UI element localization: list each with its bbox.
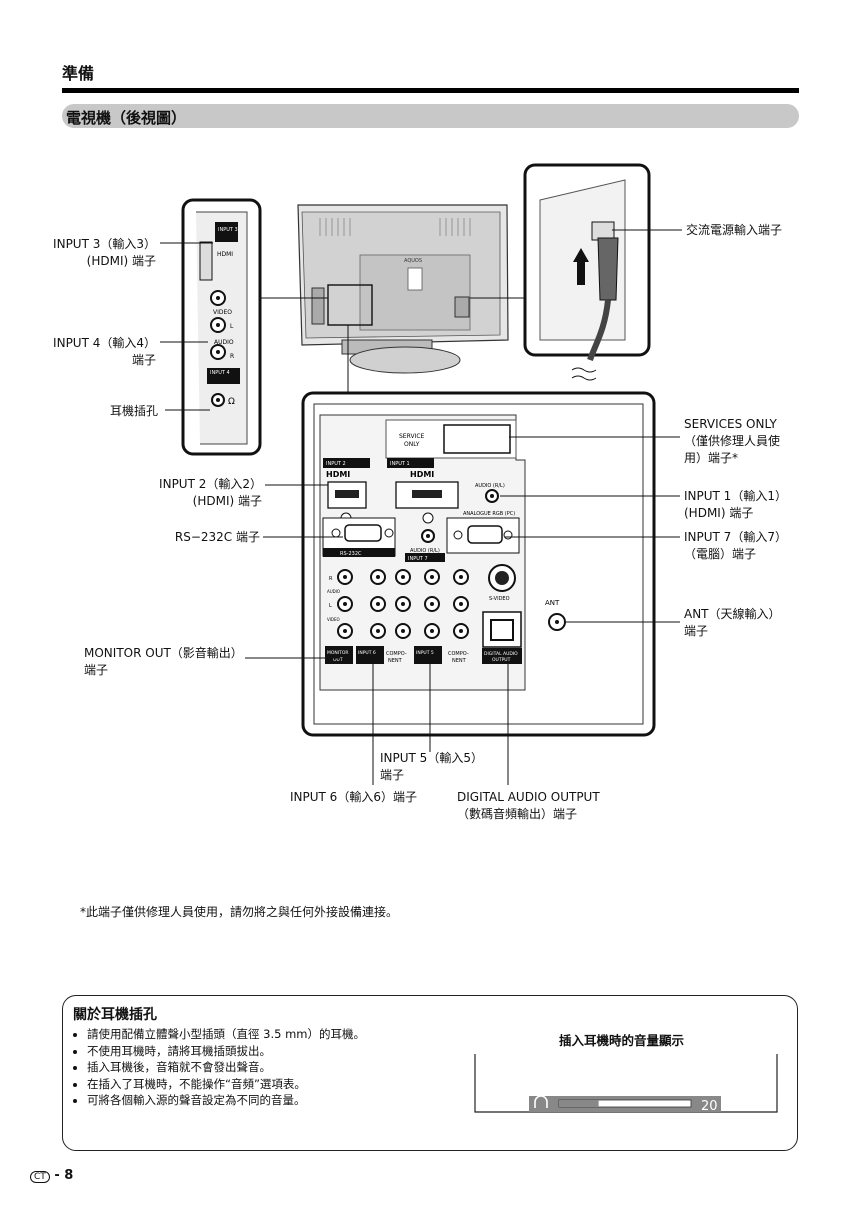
label-input6: INPUT 6（輸入6）端子 bbox=[290, 790, 417, 804]
leader-lines bbox=[160, 229, 682, 785]
svg-text:L: L bbox=[230, 323, 234, 330]
list-item: 在插入了耳機時，不能操作“音頻”選項表。 bbox=[87, 1076, 365, 1093]
svg-text:VIDEO: VIDEO bbox=[327, 617, 340, 622]
volume-bar-fill bbox=[559, 1100, 599, 1107]
volume-display: 20 bbox=[474, 1054, 778, 1114]
rear-view-diagram: AQUOS INPUT 3 HDMI VIDEO L AUDIO R INPUT… bbox=[160, 163, 682, 785]
list-item: 請使用配備立體聲小型插頭（直徑 3.5 mm）的耳機。 bbox=[87, 1026, 365, 1043]
label-ant: ANT（天線輸入）端子 bbox=[684, 607, 781, 638]
label-digital-audio: DIGITAL AUDIO OUTPUT（數碼音頻輸出）端子 bbox=[457, 790, 600, 821]
svg-text:SERVICE: SERVICE bbox=[399, 433, 425, 440]
label-input3: INPUT 3（輸入3）(HDMI) 端子 bbox=[53, 237, 156, 268]
svg-text:L: L bbox=[329, 603, 332, 609]
svg-text:HDMI: HDMI bbox=[326, 470, 350, 479]
svg-text:S-VIDEO: S-VIDEO bbox=[489, 596, 510, 602]
svg-text:AUDIO: AUDIO bbox=[327, 589, 340, 594]
svg-text:INPUT 5: INPUT 5 bbox=[416, 650, 434, 656]
svg-text:HDMI: HDMI bbox=[217, 251, 233, 258]
label-rs232c: RS−232C 端子 bbox=[174, 530, 260, 544]
svg-text:COMPO-: COMPO- bbox=[386, 651, 407, 657]
label-headphone: 耳機插孔 bbox=[109, 404, 158, 418]
svg-text:MONITOR: MONITOR bbox=[327, 650, 349, 656]
volume-display-title: 插入耳機時的音量顯示 bbox=[559, 1033, 685, 1048]
header-rule bbox=[62, 88, 799, 93]
headphone-icon bbox=[534, 1095, 548, 1108]
svg-text:VIDEO: VIDEO bbox=[213, 309, 232, 316]
tv-brand: AQUOS bbox=[404, 258, 422, 264]
page-number: 8 bbox=[64, 1168, 74, 1183]
label-input5: INPUT 5（輸入5）端子 bbox=[380, 751, 483, 782]
svg-text:RS-232C: RS-232C bbox=[340, 551, 362, 557]
svg-text:OUTPUT: OUTPUT bbox=[492, 657, 511, 663]
section-title: 準備 bbox=[62, 64, 95, 83]
svg-text:AUDIO: AUDIO bbox=[214, 339, 234, 346]
svg-text:DIGITAL AUDIO: DIGITAL AUDIO bbox=[484, 651, 518, 657]
svg-text:ONLY: ONLY bbox=[404, 441, 420, 448]
svg-text:NENT: NENT bbox=[388, 658, 403, 664]
svg-text:COMPO-: COMPO- bbox=[448, 651, 469, 657]
list-item: 插入耳機後，音箱就不會發出聲音。 bbox=[87, 1059, 365, 1076]
footnote: *此端子僅供修理人員使用，請勿將之與任何外接設備連接。 bbox=[80, 905, 399, 919]
svg-text:Ω: Ω bbox=[228, 397, 235, 407]
svg-text:HDMI: HDMI bbox=[410, 470, 434, 479]
svg-text:INPUT 2: INPUT 2 bbox=[326, 461, 346, 467]
back-panel-callout: SERVICE ONLY INPUT 2 INPUT 1 HDMI HDMI A… bbox=[301, 325, 656, 737]
banner: 電視機（後視圖） bbox=[62, 104, 799, 128]
svg-text:R: R bbox=[230, 353, 234, 360]
label-ac-input: 交流電源輸入端子 bbox=[686, 223, 783, 237]
label-input2: INPUT 2（輸入2）(HDMI) 端子 bbox=[159, 477, 262, 508]
svg-text:AUDIO (R/L): AUDIO (R/L) bbox=[475, 483, 505, 489]
svg-text:INPUT 6: INPUT 6 bbox=[358, 650, 376, 656]
banner-title: 電視機（後視圖） bbox=[66, 109, 187, 127]
label-input1: INPUT 1（輸入1）(HDMI) 端子 bbox=[684, 489, 787, 520]
svg-text:INPUT 3: INPUT 3 bbox=[218, 227, 238, 233]
svg-text:ANALOGUE RGB (PC): ANALOGUE RGB (PC) bbox=[463, 511, 515, 517]
label-services-only: SERVICES ONLY（僅供修理人員使用）端子* bbox=[684, 417, 781, 465]
label-input7: INPUT 7（輸入7）（電腦）端子 bbox=[684, 530, 787, 561]
label-monitor-out: MONITOR OUT（影音輸出）端子 bbox=[84, 646, 243, 677]
svg-text:NENT: NENT bbox=[452, 658, 467, 664]
svg-text:INPUT 1: INPUT 1 bbox=[390, 461, 410, 467]
headphone-bullets: 請使用配備立體聲小型插頭（直徑 3.5 mm）的耳機。 不使用耳機時，請將耳機插… bbox=[71, 1026, 365, 1109]
list-item: 可將各個輸入源的聲音設定為不同的音量。 bbox=[87, 1092, 365, 1109]
svg-text:OUT: OUT bbox=[333, 657, 343, 663]
page-footer: CT - 8 bbox=[30, 1168, 73, 1183]
headphone-info-box: 關於耳機插孔 請使用配備立體聲小型插頭（直徑 3.5 mm）的耳機。 不使用耳機… bbox=[62, 995, 798, 1151]
svg-text:AUDIO (R/L): AUDIO (R/L) bbox=[410, 548, 440, 554]
svg-text:ANT: ANT bbox=[545, 599, 560, 607]
headphone-box-title: 關於耳機插孔 bbox=[73, 1007, 157, 1023]
label-input4: INPUT 4（輸入4）端子 bbox=[53, 336, 156, 367]
side-panel-callout: INPUT 3 HDMI VIDEO L AUDIO R INPUT 4 Ω bbox=[181, 198, 262, 456]
ct-badge: CT bbox=[30, 1171, 50, 1183]
list-item: 不使用耳機時，請將耳機插頭拔出。 bbox=[87, 1043, 365, 1060]
svg-text:INPUT 7: INPUT 7 bbox=[408, 556, 428, 562]
ac-callout bbox=[523, 163, 651, 381]
tv-rear-illustration: AQUOS bbox=[297, 204, 509, 374]
volume-value: 20 bbox=[701, 1099, 718, 1114]
svg-text:INPUT 4: INPUT 4 bbox=[210, 370, 230, 376]
svg-text:R: R bbox=[329, 576, 333, 582]
